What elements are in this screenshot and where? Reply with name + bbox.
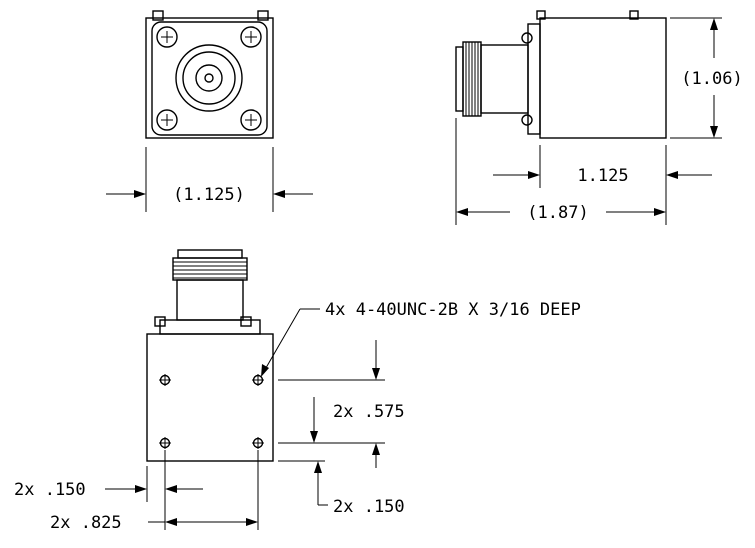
hole-callout-label: 4x 4-40UNC-2B X 3/16 DEEP	[325, 300, 581, 320]
hole-edge-y-label: 2x .150	[333, 497, 405, 517]
front-flange-outline	[151, 21, 268, 136]
front-connector-face	[175, 44, 243, 112]
top-flange-screw-left	[154, 316, 166, 327]
side-height-dimension	[670, 17, 722, 139]
front-top-screw-right	[257, 10, 269, 21]
top-view: 4x 4-40UNC-2B X 3/16 DEEP 2x .575 2x .15…	[14, 249, 581, 533]
side-body-width-dimension	[493, 145, 712, 225]
front-top-screw-left	[152, 10, 164, 21]
hole-spacing-y-label: 2x .575	[333, 402, 405, 422]
side-height-label: (1.06)	[681, 69, 742, 89]
front-body-outline	[145, 17, 274, 139]
side-view: (1.06) 1.125 (1.87)	[455, 10, 743, 225]
top-body-outline	[146, 333, 274, 462]
hole-spacing-x-label: 2x .825	[50, 513, 122, 533]
front-width-label: (1.125)	[173, 185, 245, 205]
top-flange-screw-right	[240, 316, 252, 327]
side-flange-outline	[527, 23, 541, 135]
side-body-width-label: 1.125	[577, 166, 628, 186]
top-tapped-holes	[159, 374, 264, 449]
front-width-dimension	[106, 147, 313, 212]
hole-vertical-dimensions	[278, 340, 385, 506]
hole-horizontal-dimensions	[105, 450, 259, 530]
hole-callout-leader	[261, 308, 320, 377]
top-connector	[159, 249, 261, 335]
side-top-screw-right	[629, 10, 639, 20]
side-overall-length-label: (1.87)	[527, 203, 588, 223]
side-overall-length-dimension	[455, 118, 666, 225]
hole-edge-x-label: 2x .150	[14, 480, 86, 500]
front-view: (1.125)	[106, 10, 313, 212]
side-flange-screws	[521, 32, 533, 126]
side-connector	[455, 41, 529, 117]
front-corner-screws	[156, 26, 262, 131]
side-body-outline	[539, 17, 667, 139]
side-top-screw-left	[536, 10, 546, 20]
